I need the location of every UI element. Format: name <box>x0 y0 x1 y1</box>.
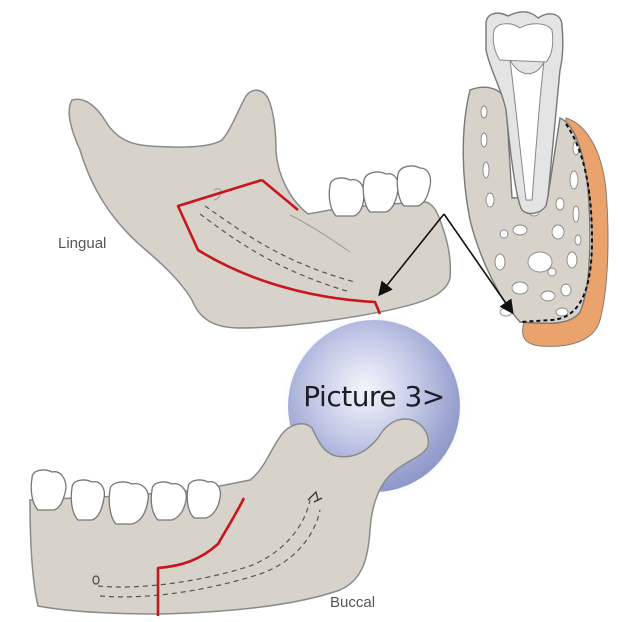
tooth-cross-section-icon <box>463 12 608 347</box>
mandible-lingual-icon <box>69 90 450 328</box>
lingual-label: Lingual <box>58 235 106 252</box>
buccal-label: Buccal <box>330 594 375 611</box>
next-picture-label: Picture 3> <box>284 380 464 413</box>
next-picture-button[interactable]: Picture 3> <box>284 318 464 494</box>
lingual-mandible-bone <box>69 90 450 328</box>
